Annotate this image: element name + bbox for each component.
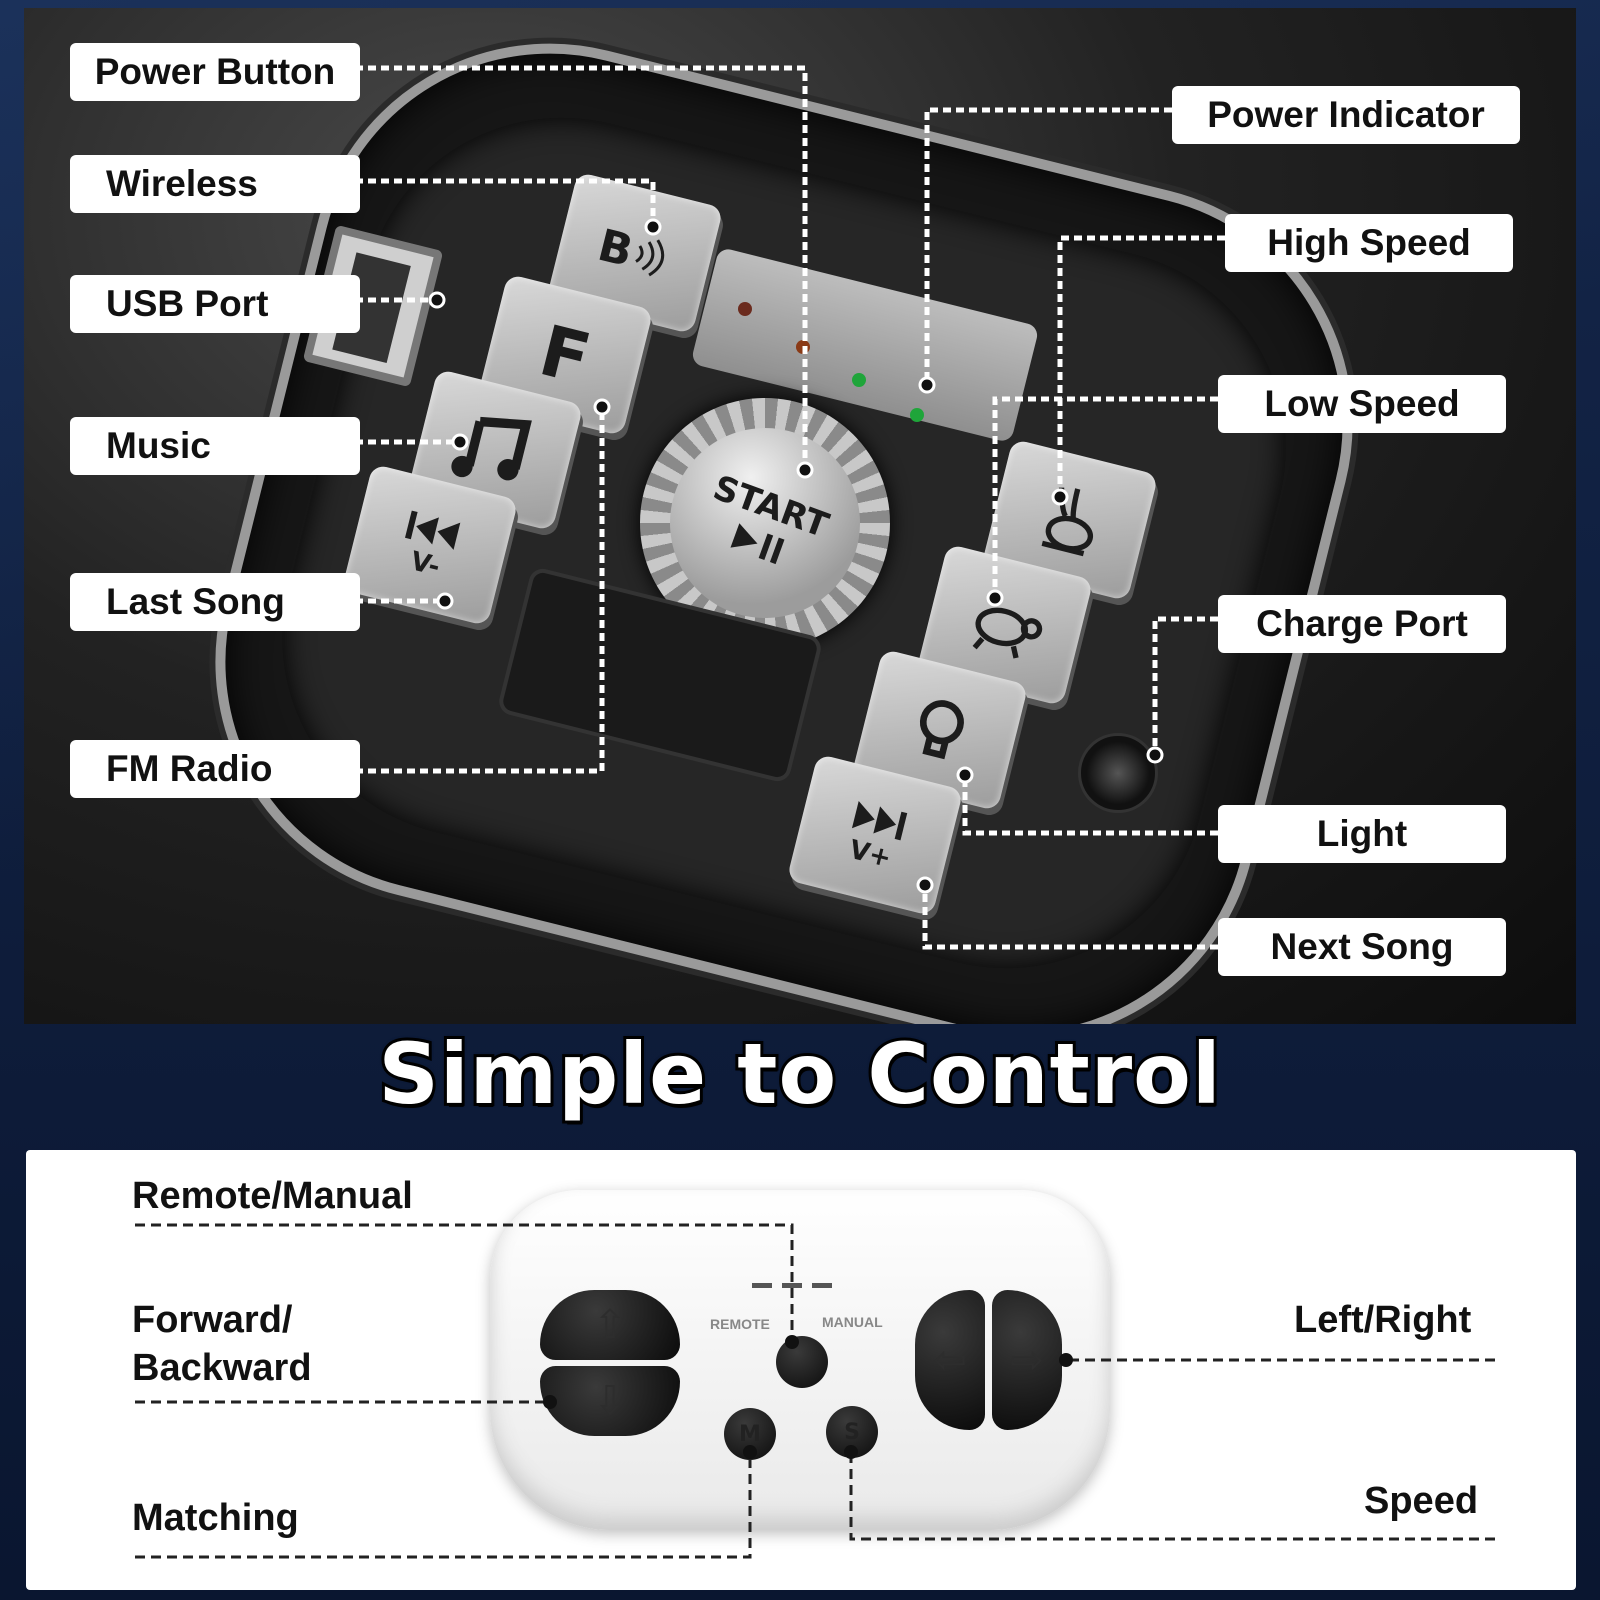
fm-key-letter: F <box>531 309 599 401</box>
label-last-song: Last Song <box>70 573 360 631</box>
label-next-song: Next Song <box>1218 918 1506 976</box>
volume-down-label: V- <box>407 546 443 583</box>
left-button: ⇦ <box>915 1290 985 1430</box>
arrow-right-icon: ⇨ <box>1010 1337 1044 1383</box>
turtle-icon <box>972 607 1043 659</box>
label-backward: Backward <box>132 1347 312 1389</box>
play-pause-icon <box>730 523 785 565</box>
previous-track-icon <box>405 510 461 550</box>
manual-tag: MANUAL <box>822 1314 883 1330</box>
remote-led-3 <box>812 1283 832 1288</box>
label-fm-radio: FM Radio <box>70 740 360 798</box>
label-music: Music <box>70 417 360 475</box>
next-song-key: V+ <box>786 753 964 917</box>
label-matching: Matching <box>132 1497 299 1539</box>
battery-led-2 <box>796 340 810 354</box>
music-note-icon <box>451 416 532 481</box>
remote-led-1 <box>752 1283 772 1288</box>
label-charge-port: Charge Port <box>1218 595 1506 653</box>
label-speed: Speed <box>1364 1480 1479 1522</box>
battery-led-3 <box>852 373 866 387</box>
remote-manual-switch <box>776 1336 828 1388</box>
matching-button: M <box>724 1408 776 1460</box>
label-forward: Forward/ <box>132 1299 293 1341</box>
battery-led-1 <box>738 302 752 316</box>
start-button: START <box>643 401 887 645</box>
label-usb-port: USB Port <box>70 275 360 333</box>
section-heading: Simple to Control <box>375 1022 1223 1126</box>
label-low-speed: Low Speed <box>1218 375 1506 433</box>
battery-led-4 <box>910 408 924 422</box>
low-speed-key <box>916 543 1094 707</box>
label-power-button: Power Button <box>70 43 360 101</box>
remote-tag: REMOTE <box>710 1316 770 1332</box>
label-light: Light <box>1218 805 1506 863</box>
arrow-left-icon: ⇦ <box>933 1337 967 1383</box>
next-track-icon <box>851 801 908 841</box>
forward-button: ⇧ <box>540 1290 680 1360</box>
label-left-right: Left/Right <box>1294 1299 1472 1341</box>
label-remote-manual: Remote/Manual <box>132 1175 413 1217</box>
right-button: ⇨ <box>992 1290 1062 1430</box>
light-bulb-icon <box>919 700 964 760</box>
arrow-up-icon: ⇧ <box>593 1302 627 1348</box>
light-key <box>851 648 1029 812</box>
label-power-indicator: Power Indicator <box>1172 86 1520 144</box>
charge-port <box>1078 733 1158 813</box>
speed-button: S <box>826 1406 878 1458</box>
label-wireless: Wireless <box>70 155 360 213</box>
label-high-speed: High Speed <box>1225 214 1513 272</box>
arrow-down-icon: ⇩ <box>593 1378 627 1424</box>
bluetooth-icon: B <box>593 219 677 286</box>
remote-led-2 <box>782 1283 802 1288</box>
backward-button: ⇩ <box>540 1366 680 1436</box>
rabbit-icon <box>1041 487 1094 557</box>
